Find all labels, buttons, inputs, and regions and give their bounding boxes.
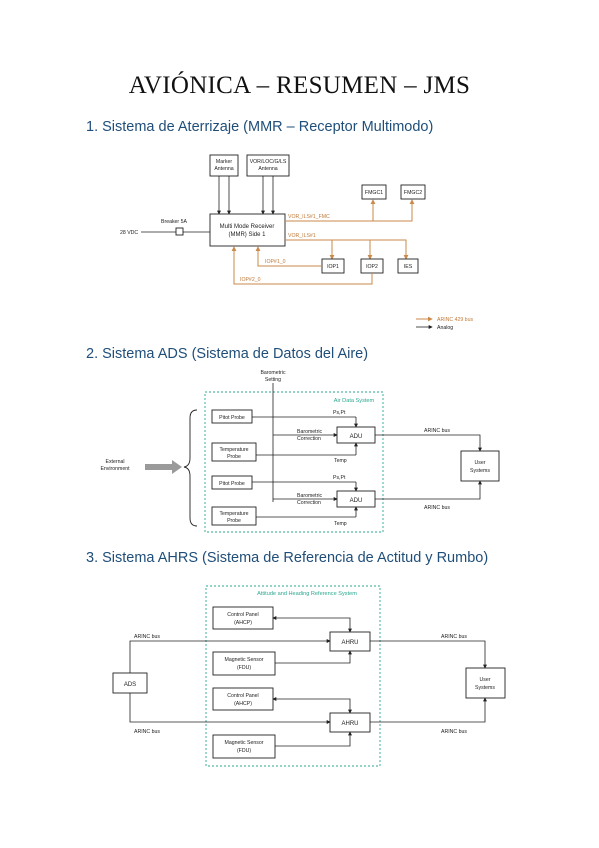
iop2-label: IOP2 — [366, 264, 378, 270]
magnetic-sensor-1-label-2: (FDU) — [237, 665, 251, 671]
ahrs-user-systems-label-1: User — [480, 677, 491, 683]
temp-probe-1-label-2: Probe — [227, 454, 241, 460]
ahrs-diagram: Attitude and Heading Reference System Co… — [112, 585, 506, 767]
ads-arinc-bottom: ARINC bus — [424, 505, 450, 511]
ads-user-systems: User Systems — [460, 450, 500, 482]
ahru-1: AHRU — [329, 631, 371, 652]
control-panel-1-label-2: (AHCP) — [234, 620, 252, 626]
magnetic-sensor-1-label-1: Magnetic Sensor — [225, 657, 264, 663]
fmgc2-label: FMGC2 — [404, 190, 422, 196]
external-env-label-2: Environment — [100, 466, 130, 472]
ahrs-system-label: Attitude and Heading Reference System — [257, 591, 357, 597]
control-panel-2-label-2: (AHCP) — [234, 701, 252, 707]
breaker-label: Breaker 5A — [161, 219, 187, 225]
env-arrow — [145, 460, 182, 474]
ahru-2: AHRU — [329, 712, 371, 733]
iop1-label: IOP1 — [327, 264, 339, 270]
ahru-1-label: AHRU — [341, 640, 358, 646]
bus-ils-label: VOR_ILS#1 — [288, 233, 316, 239]
legend-arinc: ARINC 429 bus — [437, 317, 473, 323]
external-env-label-1: External — [105, 459, 124, 465]
marker-antenna-label-1: Marker — [216, 159, 232, 165]
control-panel-2-label-1: Control Panel — [227, 693, 258, 699]
baro-corr-1-label-2: Correction — [297, 436, 321, 442]
vor-antenna-label-1: VOR/LOC/G/LS — [250, 159, 287, 165]
iop1-box: IOP1 — [321, 258, 345, 274]
ahrs-arinc-left-bottom: ARINC bus — [134, 729, 160, 735]
temp-1-label: Temp — [334, 458, 347, 464]
baro-corr-2-label-1: Barometric — [297, 493, 322, 499]
document-title: AVIÓNICA – RESUMEN – JMS — [128, 72, 471, 99]
legend-analog: Analog — [437, 325, 453, 331]
ies-box: IES — [397, 258, 419, 274]
fmgc2-box: FMGC2 — [400, 184, 426, 200]
control-panel-2: Control Panel (AHCP) — [212, 687, 274, 711]
pitot-probe-2: Pitot Probe — [211, 475, 253, 490]
ahrs-ads-box: ADS — [112, 672, 148, 694]
ads-user-systems-label-2: Systems — [470, 468, 490, 474]
breaker-symbol — [175, 227, 184, 236]
adu-1-label: ADU — [350, 434, 363, 440]
temp-probe-2: Temperature Probe — [211, 506, 257, 526]
ads-arinc-top: ARINC bus — [424, 428, 450, 434]
temp-probe-1-label-1: Temperature — [219, 447, 248, 453]
bus-iop-a-label: IOP#1_0 — [265, 259, 286, 265]
air-data-system-frame — [204, 391, 384, 533]
magnetic-sensor-2-label-1: Magnetic Sensor — [225, 740, 264, 746]
pitot-probe-2-label: Pitot Probe — [219, 481, 245, 487]
fmgc1-label: FMGC1 — [365, 190, 383, 196]
mmr-label-1: Multi Mode Receiver — [220, 224, 275, 230]
baro-setting-label-1: Barometric — [260, 370, 285, 376]
bus-fmc-label: VOR_ILS#1_FMC — [288, 214, 330, 220]
air-data-system-label: Air Data System — [334, 398, 375, 404]
section-heading-ahrs: 3. Sistema AHRS (Sistema de Referencia d… — [86, 550, 489, 566]
control-panel-1: Control Panel (AHCP) — [212, 606, 274, 630]
baro-corr-2-label-2: Correction — [297, 500, 321, 506]
section-heading-ads: 2. Sistema ADS (Sistema de Datos del Air… — [86, 346, 369, 362]
iop2-box: IOP2 — [360, 258, 384, 274]
brace — [183, 409, 198, 527]
power-label: 28 VDC — [120, 230, 138, 236]
pitot-probe-1-label: Pitot Probe — [219, 415, 245, 421]
ads-user-systems-label-1: User — [475, 460, 486, 466]
ahrs-arinc-right-top: ARINC bus — [441, 634, 467, 640]
ahrs-user-systems: User Systems — [465, 667, 506, 699]
vor-antenna-label-2: Antenna — [258, 166, 277, 172]
mmr-diagram: Marker Antenna VOR/LOC/G/LS Antenna Brea… — [120, 154, 473, 331]
ps-pt-1-label: Ps,Pt — [333, 410, 346, 416]
ps-pt-2-label: Ps,Pt — [333, 475, 346, 481]
baro-corr-1-label-1: Barometric — [297, 429, 322, 435]
control-panel-1-label-1: Control Panel — [227, 612, 258, 618]
adu-1: ADU — [336, 426, 376, 444]
baro-setting-label-2: Setting — [265, 377, 281, 383]
mmr-box: Multi Mode Receiver (MMR) Side 1 — [209, 213, 286, 247]
ahru-2-label: AHRU — [341, 721, 358, 727]
magnetic-sensor-2-label-2: (FDU) — [237, 748, 251, 754]
ies-label: IES — [404, 264, 413, 270]
adu-2: ADU — [336, 490, 376, 508]
pitot-probe-1: Pitot Probe — [211, 409, 253, 424]
temp-2-label: Temp — [334, 521, 347, 527]
temp-probe-2-label-2: Probe — [227, 518, 241, 524]
adu-2-label: ADU — [350, 498, 363, 504]
ahrs-arinc-left-top: ARINC bus — [134, 634, 160, 640]
temp-probe-1: Temperature Probe — [211, 442, 257, 462]
magnetic-sensor-2: Magnetic Sensor (FDU) — [212, 734, 276, 759]
vor-antenna-box: VOR/LOC/G/LS Antenna — [246, 154, 290, 177]
ahrs-ads-label: ADS — [124, 682, 136, 688]
mmr-label-2: (MMR) Side 1 — [228, 232, 266, 238]
ahrs-arinc-right-bottom: ARINC bus — [441, 729, 467, 735]
section-heading-mmr: 1. Sistema de Aterrizaje (MMR – Receptor… — [86, 119, 434, 135]
magnetic-sensor-1: Magnetic Sensor (FDU) — [212, 651, 276, 676]
ads-diagram: Barometric Setting Air Data System Exter… — [100, 370, 500, 533]
marker-antenna-label-2: Antenna — [214, 166, 233, 172]
ahrs-frame — [205, 585, 381, 767]
ahrs-user-systems-label-2: Systems — [475, 685, 495, 691]
bus-iop-b-label: IOP#2_0 — [240, 277, 261, 283]
temp-probe-2-label-1: Temperature — [219, 511, 248, 517]
fmgc1-box: FMGC1 — [361, 184, 387, 200]
marker-antenna-box: Marker Antenna — [209, 154, 239, 177]
